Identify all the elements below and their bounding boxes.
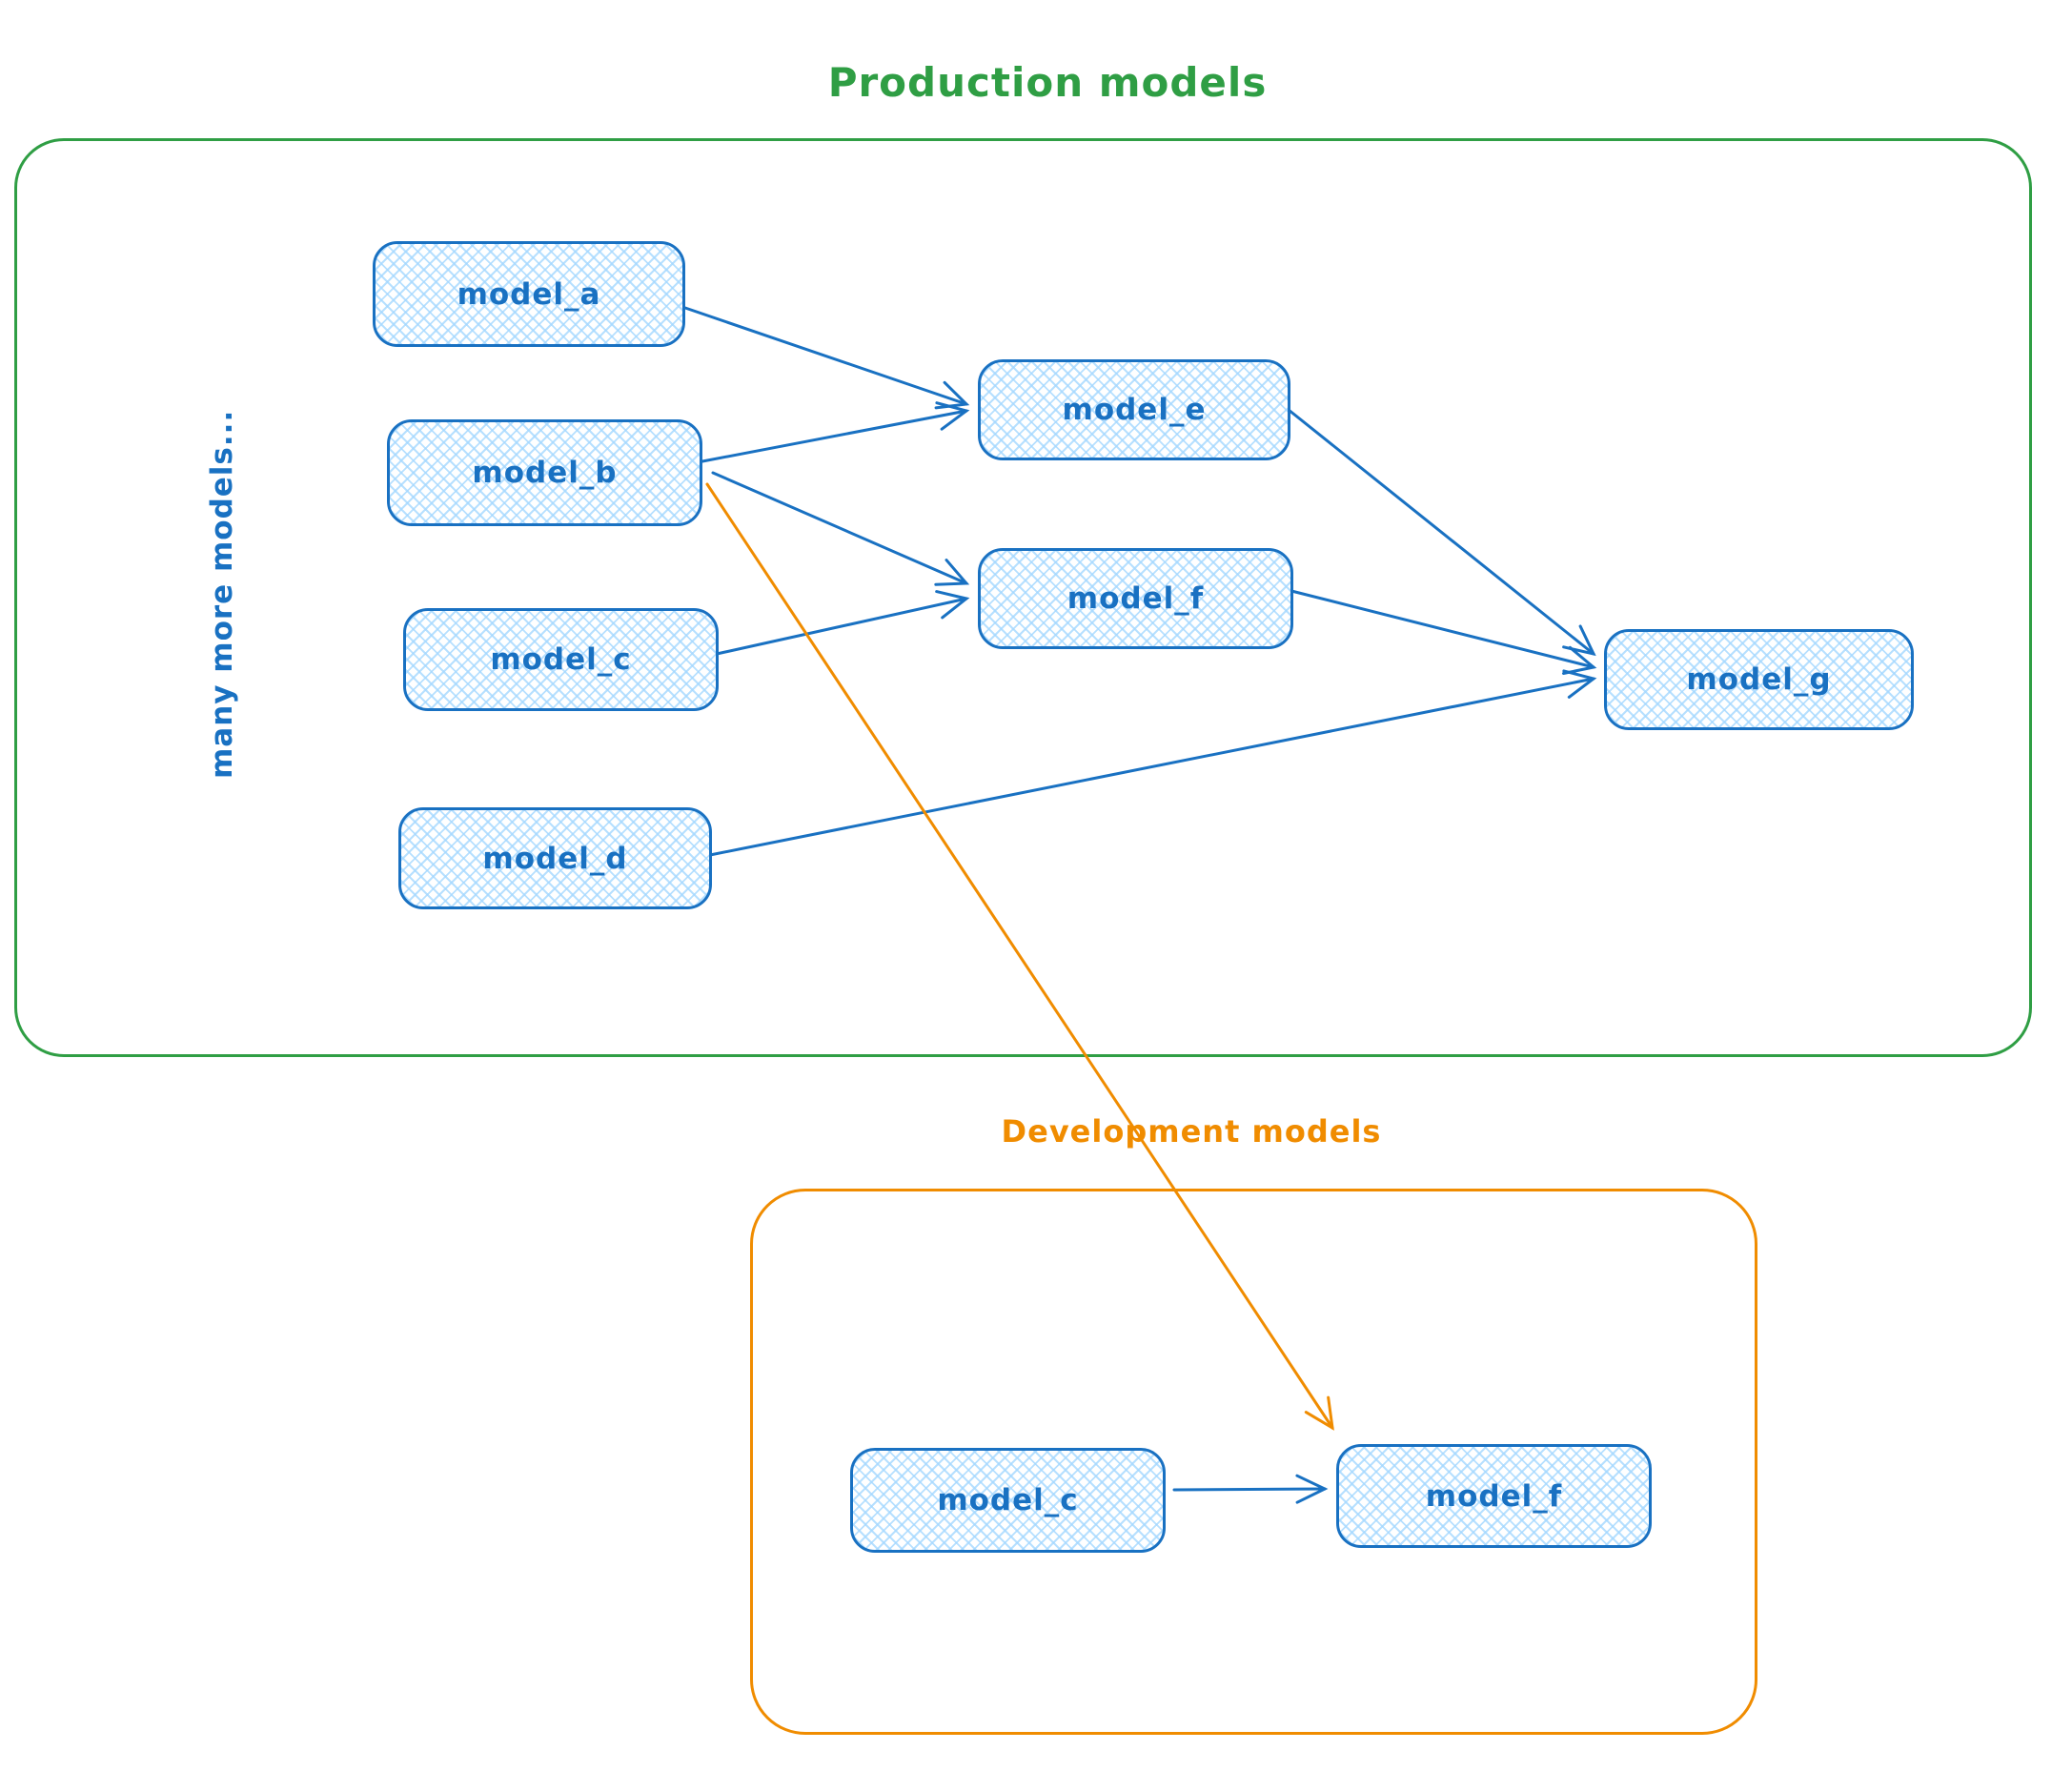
node-dev-model-c[interactable]: model_c: [850, 1448, 1166, 1553]
node-label: model_g: [1686, 662, 1832, 697]
node-model-g[interactable]: model_g: [1604, 629, 1914, 730]
node-dev-model-f[interactable]: model_f: [1336, 1444, 1652, 1548]
node-label: model_d: [482, 841, 628, 876]
node-label: model_b: [472, 456, 618, 490]
node-label: model_c: [490, 642, 632, 677]
node-label: model_e: [1062, 393, 1207, 427]
node-model-c[interactable]: model_c: [403, 608, 719, 711]
node-label: model_f: [1425, 1478, 1563, 1514]
node-label: model_c: [937, 1483, 1079, 1517]
node-model-a[interactable]: model_a: [373, 241, 685, 347]
node-label: model_f: [1066, 581, 1205, 616]
development-title: Development models: [1001, 1113, 1382, 1150]
node-model-e[interactable]: model_e: [978, 359, 1290, 460]
node-label: model_a: [457, 276, 601, 312]
many-more-models-note: many more models...: [205, 409, 239, 779]
node-model-b[interactable]: model_b: [387, 419, 702, 526]
node-model-d[interactable]: model_d: [398, 807, 712, 909]
production-title: Production models: [827, 59, 1268, 106]
node-model-f[interactable]: model_f: [978, 548, 1293, 649]
